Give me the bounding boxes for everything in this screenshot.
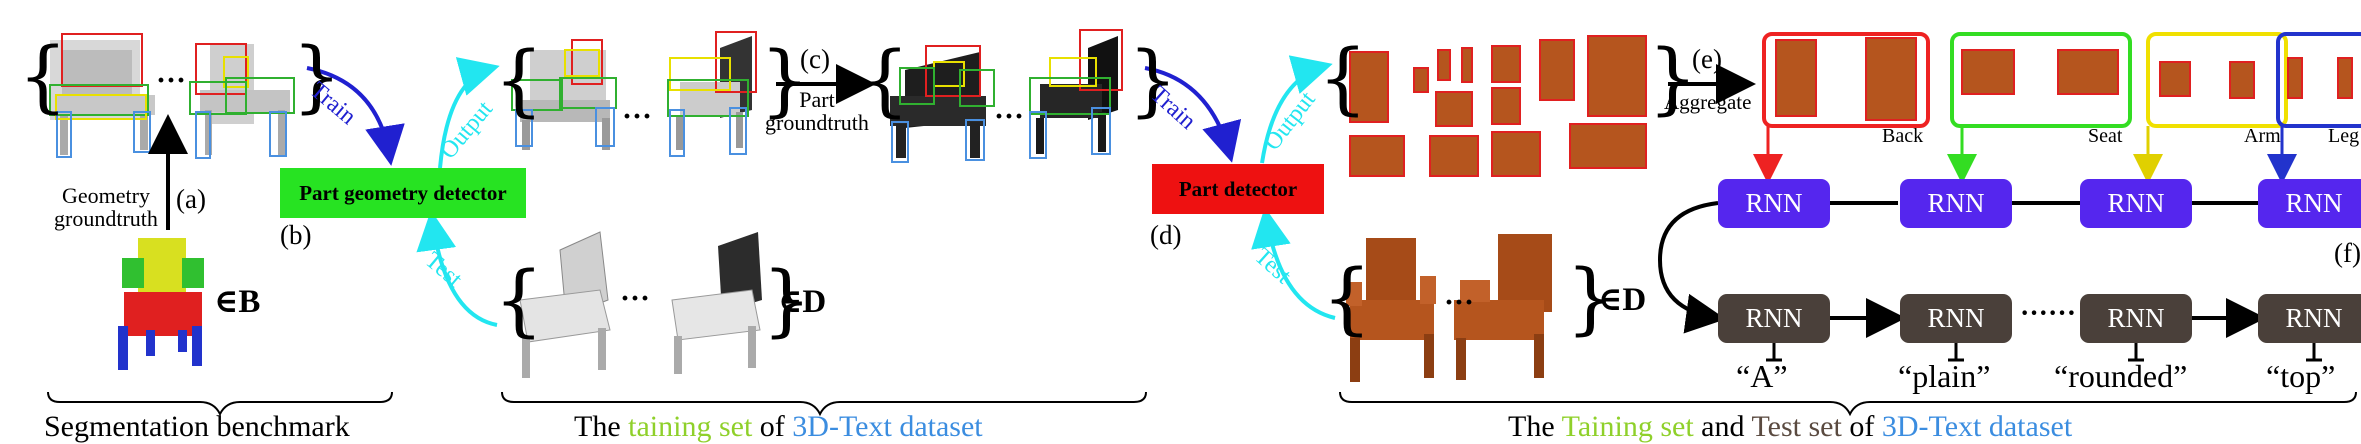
caption-highlight-training: Taining set	[1561, 410, 1694, 443]
rnn-decoder-cell: RNN	[2258, 294, 2361, 343]
benchmark-chair-1	[49, 33, 155, 158]
caption-segmentation: Segmentation benchmark	[44, 410, 350, 443]
caption-text: The	[1508, 410, 1562, 443]
brace-segmentation	[47, 391, 393, 417]
leg-group-box	[2276, 32, 2361, 128]
rnn-decoder-cell: RNN	[1900, 294, 2012, 343]
segmented-chair	[118, 238, 204, 370]
caption-highlight-dataset: 3D-Text dataset	[1881, 410, 2073, 443]
rnn-decoder-cell: RNN	[2080, 294, 2192, 343]
caption-text: of	[1841, 410, 1882, 443]
set-brace-left: {	[494, 256, 544, 346]
set-brace-right: }	[1566, 254, 1616, 344]
output-word: “rounded”	[2054, 358, 2188, 394]
set-brace-right: }	[760, 36, 810, 126]
part-detector-box: Part detector	[1152, 164, 1324, 214]
part-geometry-detector-box: Part geometry detector	[280, 168, 526, 218]
rnn-decoder-cell: RNN	[1718, 294, 1830, 343]
set-brace-left: {	[1318, 34, 1368, 124]
set-brace-left: {	[1322, 254, 1372, 344]
geometry-groundtruth-label: Geometry groundtruth	[54, 183, 158, 232]
rnn-cell-leg: RNN	[2258, 179, 2361, 228]
back-label: Back	[1882, 125, 1924, 147]
caption-text: and	[1693, 410, 1752, 443]
rnn-cell-seat: RNN	[1900, 179, 2012, 228]
test-chair-wood-1	[1346, 238, 1436, 382]
seat-group-box	[1950, 32, 2132, 128]
label-e: (e)	[1692, 44, 1722, 74]
caption-text: The	[574, 410, 629, 443]
set-membership-d: ∈D	[1598, 282, 1647, 318]
part-groundtruth-label: Part groundtruth	[765, 87, 869, 136]
rnn-ellipsis: ······	[2020, 298, 2077, 329]
output-chair-2	[667, 31, 757, 157]
arm-group-box	[2146, 32, 2288, 128]
set-brace-left: {	[494, 36, 544, 126]
part-groundtruth-chair-1	[890, 45, 995, 163]
rnn-cell-arm: RNN	[2080, 179, 2192, 228]
test-chair-gray-2	[671, 232, 762, 374]
caption-highlight-training: taining set	[628, 410, 753, 443]
label-a: (a)	[176, 184, 206, 214]
test-chair-wood-2	[1454, 234, 1552, 380]
output-word: “A”	[1736, 358, 1788, 394]
brace-training	[501, 391, 1147, 417]
caption-text: of	[752, 410, 793, 443]
set-brace-right: }	[1648, 34, 1698, 124]
ellipsis: ···	[622, 100, 653, 133]
label-b: (b)	[280, 220, 312, 250]
set-brace-right: }	[762, 256, 812, 346]
detected-part-crops	[1349, 35, 1647, 177]
leg-label: Leg	[2328, 125, 2360, 147]
set-membership-d: ∈D	[778, 284, 827, 320]
label-f: (f)	[2334, 238, 2361, 268]
set-brace-left: {	[18, 32, 68, 122]
set-brace-right: }	[292, 32, 342, 122]
ellipsis: ···	[1444, 286, 1475, 319]
set-brace-left: {	[860, 36, 910, 126]
arm-label: Arm	[2244, 125, 2281, 147]
label-c: (c)	[800, 44, 830, 74]
output-chair-1	[511, 39, 617, 150]
seat-label: Seat	[2088, 125, 2123, 147]
test-chair-gray-1	[519, 231, 611, 378]
output-word: “plain”	[1898, 358, 1991, 394]
caption-training-set: The taining set of 3D-Text dataset	[574, 412, 983, 442]
ellipsis: ···	[620, 282, 651, 315]
ellipsis: ···	[156, 64, 187, 97]
rnn-cell-back: RNN	[1718, 179, 1830, 228]
brace-right	[1339, 391, 2357, 417]
part-groundtruth-chair-2	[1029, 29, 1123, 159]
set-membership-b: ∈B	[214, 284, 261, 320]
set-brace-right: }	[1128, 36, 1178, 126]
grouped-part-crops	[1775, 37, 2353, 121]
label-d: (d)	[1150, 220, 1182, 250]
caption-highlight-test: Test set	[1751, 410, 1842, 443]
caption-highlight-dataset: 3D-Text dataset	[792, 410, 983, 443]
caption-train-test: The Taining set and Test set of 3D-Text …	[1508, 412, 2072, 442]
aggregate-label: Aggregate	[1664, 90, 1752, 114]
benchmark-chair-2	[189, 43, 295, 159]
ellipsis: ···	[994, 100, 1025, 133]
output-word: “top”	[2266, 358, 2336, 394]
back-group-box	[1762, 32, 1930, 128]
